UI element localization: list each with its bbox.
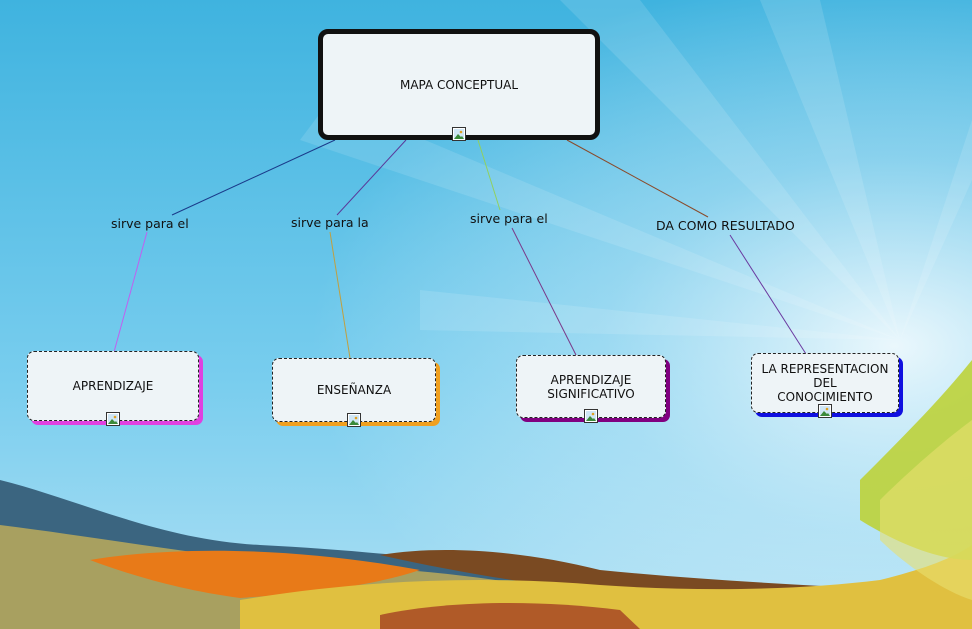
link-label-3: sirve para el (470, 211, 548, 226)
main-concept-node[interactable]: MAPA CONCEPTUAL (318, 29, 600, 140)
link-label-2: sirve para la (291, 215, 369, 230)
concept-label: APRENDIZAJE (67, 379, 160, 393)
image-icon[interactable] (347, 413, 361, 427)
concept-label: APRENDIZAJE SIGNIFICATIVO (541, 373, 640, 401)
concept-label: ENSEÑANZA (311, 383, 397, 397)
link-3-top (478, 140, 500, 210)
link-label-1: sirve para el (111, 216, 189, 231)
concept-node-representacion-conocimiento[interactable]: LA REPRESENTACION DEL CONOCIMIENTO (751, 353, 899, 413)
image-icon[interactable] (452, 127, 466, 141)
link-4-bottom (730, 235, 806, 354)
link-label-4: DA COMO RESULTADO (656, 218, 795, 233)
image-icon[interactable] (818, 404, 832, 418)
link-2-bottom (330, 232, 350, 358)
concept-label: LA REPRESENTACION DEL CONOCIMIENTO (756, 362, 895, 404)
concept-node-aprendizaje[interactable]: APRENDIZAJE (27, 351, 199, 421)
link-2-top (337, 140, 406, 215)
link-4-top (567, 140, 708, 217)
link-1-top (172, 140, 335, 215)
link-1-bottom (114, 232, 147, 352)
main-concept-label: MAPA CONCEPTUAL (394, 78, 524, 92)
image-icon[interactable] (584, 409, 598, 423)
concept-node-ensenanza[interactable]: ENSEÑANZA (272, 358, 436, 422)
link-3-bottom (512, 228, 576, 355)
image-icon[interactable] (106, 412, 120, 426)
concept-node-aprendizaje-significativo[interactable]: APRENDIZAJE SIGNIFICATIVO (516, 355, 666, 418)
